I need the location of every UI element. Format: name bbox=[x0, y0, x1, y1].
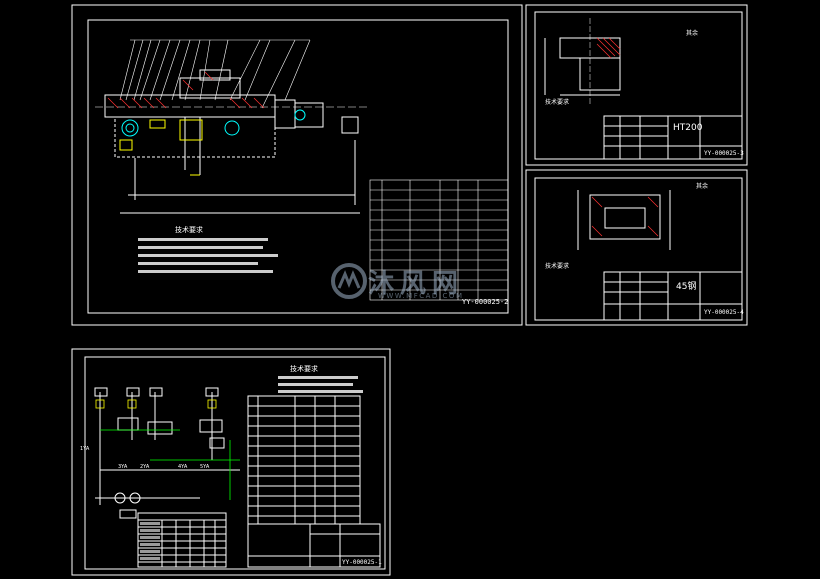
hydraulic-table-fill bbox=[140, 522, 160, 560]
assembly-yellow bbox=[119, 119, 203, 176]
hydraulic-tech-notes bbox=[278, 376, 363, 393]
watermark-logo-icon bbox=[331, 263, 367, 299]
hydraulic-yellow bbox=[95, 399, 217, 409]
part45-roughness: 其余 bbox=[696, 182, 708, 190]
label-1ya: 1YA bbox=[80, 446, 90, 452]
ht200-tech-title: 技术要求 bbox=[545, 98, 569, 106]
sheet-hydraulic bbox=[71, 348, 391, 576]
sheet-assembly bbox=[71, 4, 523, 326]
ht200-roughness: 其余 bbox=[686, 29, 698, 37]
label-4ya: 4YA bbox=[178, 464, 188, 470]
assembly-hatching bbox=[107, 71, 265, 109]
assembly-tech-notes bbox=[138, 238, 278, 273]
ht200-drawing-no: YY-000025-3 bbox=[704, 150, 744, 157]
part45-tech-title: 技术要求 bbox=[545, 262, 569, 270]
assembly-seals bbox=[121, 109, 306, 137]
ht200-material: HT200 bbox=[673, 123, 703, 133]
assembly-parts-table bbox=[369, 179, 509, 301]
ht200-hatching bbox=[596, 37, 621, 59]
part45-hatching bbox=[591, 196, 659, 237]
hydraulic-drawing-no: YY-000025-1 bbox=[342, 559, 382, 566]
label-2ya: 2YA bbox=[140, 464, 150, 470]
watermark-text: 沐风网 bbox=[368, 268, 465, 299]
hydraulic-tech-title: 技术要求 bbox=[290, 364, 318, 373]
part45-material: 45钢 bbox=[676, 280, 696, 292]
watermark: 沐风网 bbox=[330, 262, 464, 300]
sheet-part-ht200 bbox=[525, 4, 748, 166]
sheet-part-45 bbox=[525, 169, 748, 326]
assembly-drawing-no: YY-000025-2 bbox=[462, 298, 508, 306]
hydraulic-green-lines bbox=[100, 429, 240, 500]
part45-drawing-no: YY-000025-4 bbox=[704, 309, 744, 316]
label-5ya: 5YA bbox=[200, 464, 210, 470]
watermark-sub: WWW.MFCAD.COM bbox=[378, 292, 464, 300]
assembly-tech-title: 技术要求 bbox=[175, 225, 203, 234]
label-3ya: 3YA bbox=[118, 464, 128, 470]
